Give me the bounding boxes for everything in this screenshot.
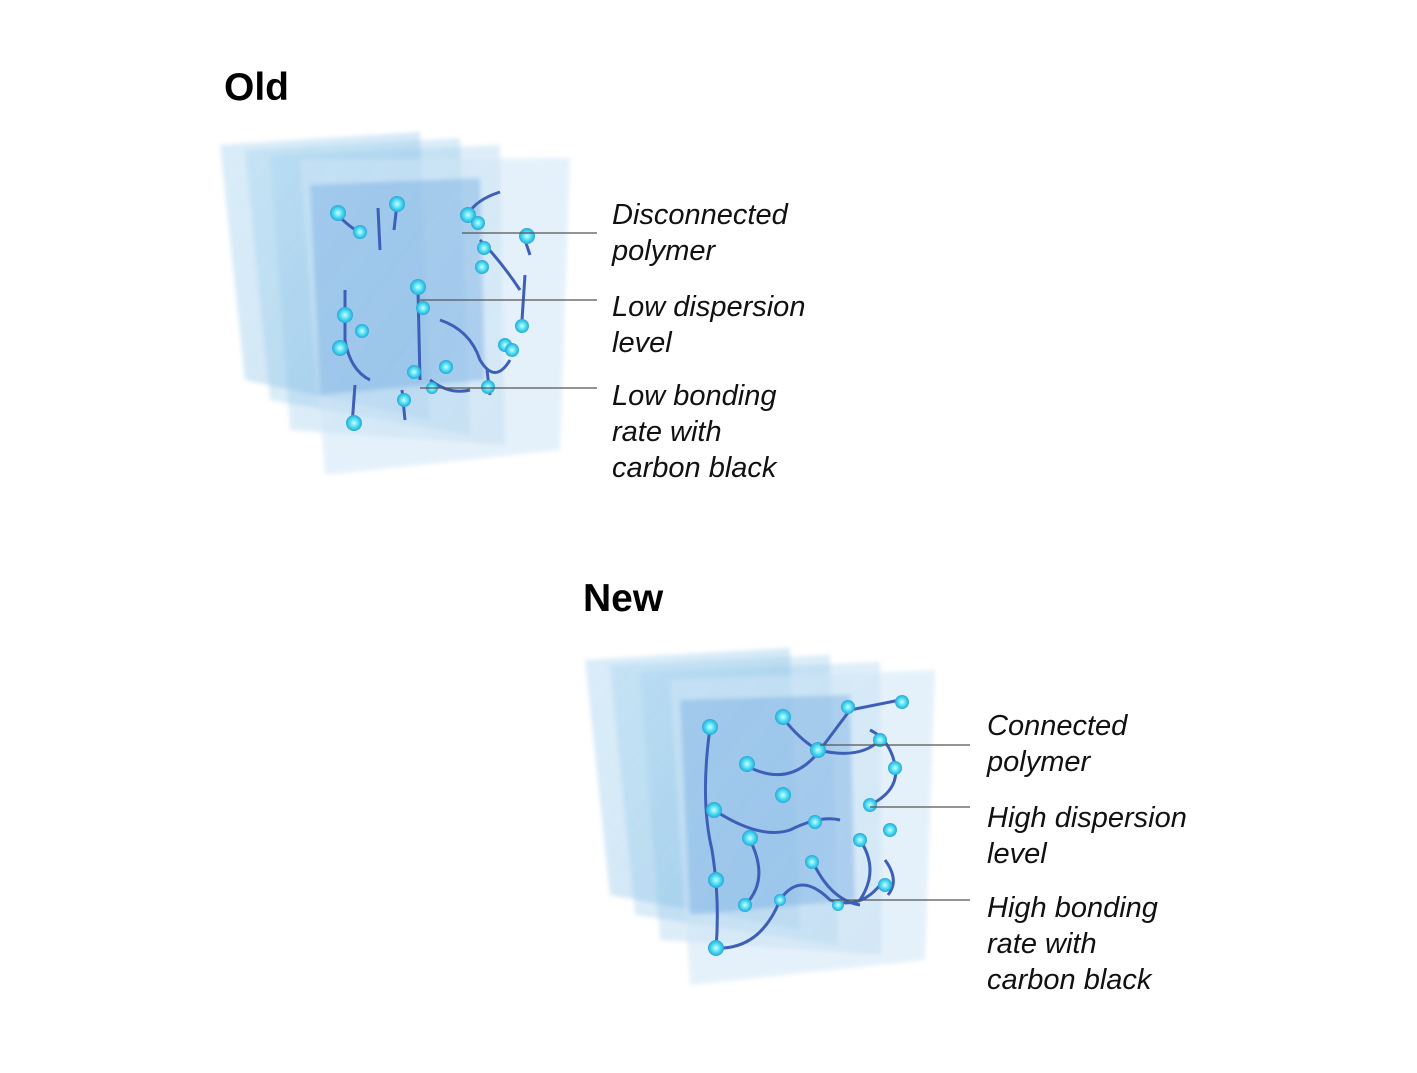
new-label-connected-polymer: Connected polymer — [987, 708, 1127, 780]
new-panels — [585, 648, 935, 985]
old-panels — [220, 132, 570, 475]
new-carbon-black-nodes — [702, 695, 909, 956]
label-line: level — [987, 838, 1047, 870]
new-title: New — [583, 577, 664, 620]
new-cube-illustration — [585, 648, 970, 985]
label-line: polymer — [987, 746, 1091, 778]
label-line: carbon black — [612, 452, 777, 484]
old-cube-illustration — [220, 132, 597, 475]
label-line: polymer — [612, 235, 716, 267]
label-line: rate with — [612, 416, 722, 448]
new-leader-lines — [820, 744, 970, 901]
new-label-high-bonding: High bonding rate with carbon black — [987, 890, 1158, 998]
label-line: High bonding — [987, 892, 1158, 924]
old-label-low-bonding: Low bonding rate with carbon black — [612, 378, 776, 486]
label-line: Disconnected — [612, 199, 788, 231]
label-line: carbon black — [987, 964, 1152, 996]
label-line: High dispersion — [987, 802, 1187, 834]
label-line: level — [612, 327, 672, 359]
label-line: rate with — [987, 928, 1097, 960]
old-label-disconnected-polymer: Disconnected polymer — [612, 197, 788, 269]
old-label-low-dispersion: Low dispersion level — [612, 289, 805, 361]
label-line: Low dispersion — [612, 291, 806, 323]
label-line: Connected — [987, 710, 1128, 742]
old-title: Old — [224, 66, 289, 109]
label-line: Low bonding — [612, 380, 777, 412]
new-label-high-dispersion: High dispersion level — [987, 800, 1187, 872]
old-leader-lines — [420, 232, 597, 389]
old-carbon-black-nodes — [330, 196, 535, 431]
